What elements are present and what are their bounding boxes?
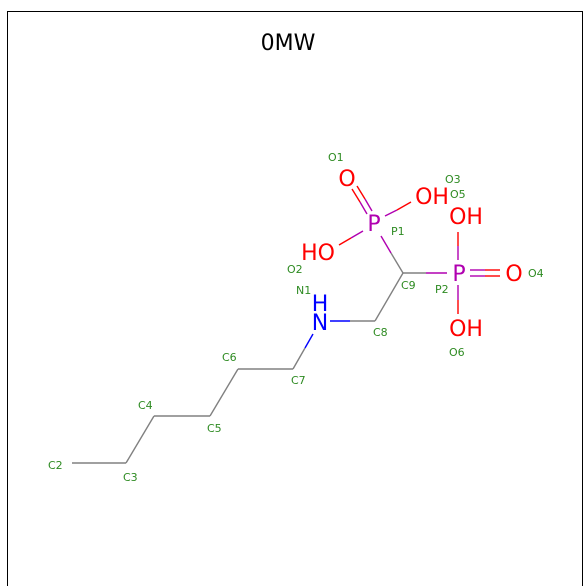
atom-o2-symbol: HO	[301, 241, 335, 266]
label-c5: C5	[207, 422, 222, 435]
label-c9: C9	[401, 279, 416, 292]
label-p1: P1	[391, 225, 405, 238]
label-o2: O2	[287, 263, 303, 276]
atom-o5-symbol: OH	[449, 205, 483, 230]
label-p2: P2	[435, 283, 449, 296]
diagram-title: 0MW	[261, 31, 316, 56]
bond-p1-o1-double	[351, 185, 373, 215]
bond-p2-o4-double	[470, 269, 500, 277]
bond-c8-c9	[374, 272, 404, 322]
atom-p2-symbol: P	[452, 262, 465, 287]
atom-o3-symbol: OH	[415, 185, 449, 210]
label-n1: N1	[296, 284, 311, 297]
label-o5: O5	[450, 188, 466, 201]
bond-c5-c6	[209, 368, 239, 417]
atom-p1-symbol: P	[367, 212, 380, 237]
label-o3: O3	[445, 173, 461, 186]
atom-n1-symbol: N	[312, 311, 328, 336]
label-c6: C6	[222, 351, 237, 364]
label-c7: C7	[291, 374, 306, 387]
bond-c7-n1	[292, 333, 314, 370]
atom-h-n1-symbol: H	[312, 292, 329, 317]
bond-p1-o3	[384, 201, 412, 217]
atom-o6-symbol: OH	[449, 317, 483, 342]
atom-labels: O1 O3 O5 P1 O2 N1 C9 P2 O4 C8 O6 C6 C7 C…	[48, 151, 544, 484]
atom-o4-symbol: O	[505, 262, 522, 287]
label-o4: O4	[528, 267, 544, 280]
carbon-bonds	[72, 272, 404, 464]
label-c2: C2	[48, 459, 63, 472]
label-o6: O6	[449, 346, 465, 359]
bond-p1-o2	[338, 230, 364, 246]
bond-c9-p1	[380, 235, 404, 274]
label-o1: O1	[328, 151, 344, 164]
label-c8: C8	[373, 326, 388, 339]
atom-o1-symbol: O	[338, 167, 355, 192]
label-c4: C4	[138, 399, 153, 412]
label-c3: C3	[123, 471, 138, 484]
bond-c3-c4	[125, 415, 155, 464]
